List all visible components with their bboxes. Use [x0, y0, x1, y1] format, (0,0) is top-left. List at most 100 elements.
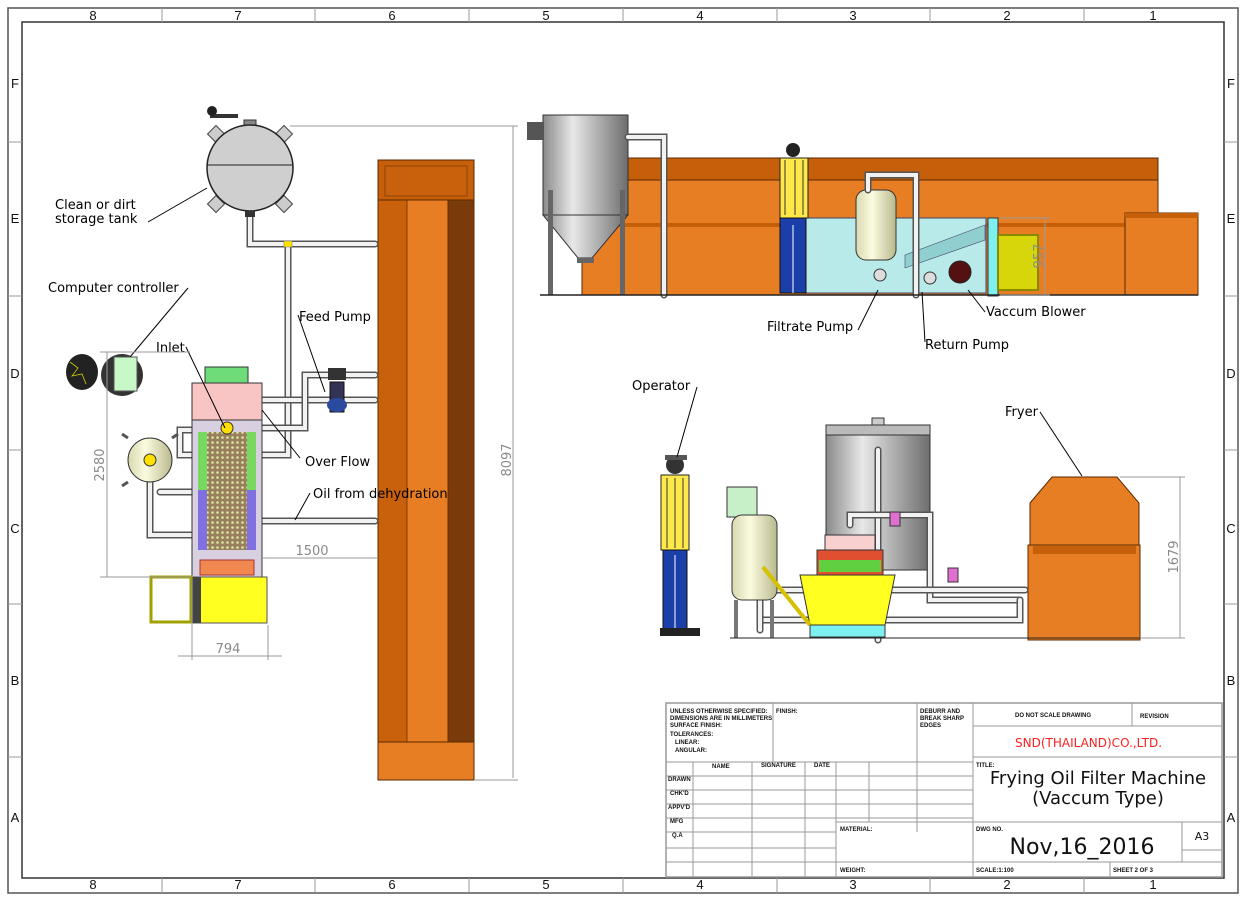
tb-col-signature: SIGNATURE: [761, 763, 796, 769]
tb-sheet-size: A3: [1195, 830, 1210, 843]
zone-col-1: 1: [1149, 8, 1156, 23]
tb-tolerances: TOLERANCES:: [670, 732, 713, 738]
tb-sheet: SHEET 2 OF 3: [1113, 868, 1154, 874]
cone-tank: [527, 114, 630, 295]
secondary-tank-front: [726, 486, 778, 638]
tb-surface-finish: SURFACE FINISH:: [670, 723, 722, 729]
dimension-filter-height: 2580: [93, 448, 108, 481]
zone-col-7: 7: [234, 877, 241, 892]
callout-computer-controller: Computer controller: [48, 281, 179, 296]
cart-front: [761, 534, 896, 638]
piping-top-view: [146, 208, 379, 539]
tb-angular: ANGULAR:: [675, 748, 707, 754]
callout-oil-from-dehydration: Oil from dehydration: [313, 487, 448, 502]
tb-deburr-1: DEBURR AND: [920, 709, 961, 715]
zone-col-5: 5: [542, 8, 549, 23]
top-view: Clean or dirt storage tank Computer cont…: [48, 106, 518, 781]
feed-pump: [327, 368, 347, 413]
zone-col-6: 6: [388, 877, 395, 892]
tb-revision: REVISION: [1140, 714, 1169, 720]
tb-deburr-2: BREAK SHARP: [920, 716, 964, 722]
callout-return-pump: Return Pump: [925, 338, 1009, 353]
tb-row-appvd: APPV'D: [668, 805, 691, 811]
dimension-fryer-height: [1120, 476, 1185, 639]
dimension-fryer-height-value: 1679: [1167, 540, 1182, 573]
front-view: Operator Fryer 1679: [632, 379, 1185, 644]
dimension-lines-left: [100, 125, 518, 781]
zone-col-6: 6: [388, 8, 395, 23]
zone-col-4: 4: [696, 877, 703, 892]
title-block: UNLESS OTHERWISE SPECIFIED: DIMENSIONS A…: [665, 702, 1223, 878]
tb-material: MATERIAL:: [840, 827, 873, 833]
zone-col-7: 7: [234, 8, 241, 23]
zone-labels-left: F E D C B A: [10, 76, 19, 825]
zone-row-a: A: [11, 810, 20, 825]
zone-col-5: 5: [542, 877, 549, 892]
tb-finish: FINISH:: [776, 709, 798, 715]
callout-leaders-side: [857, 289, 986, 343]
tb-company: SND(THAILAND)CO.,LTD.: [1015, 736, 1162, 750]
callout-fryer: Fryer: [1005, 405, 1039, 420]
callout-over-flow: Over Flow: [305, 455, 370, 470]
tb-deburr-3: EDGES: [920, 723, 941, 729]
zone-labels-bottom: 8 7 6 5 4 3 2 1: [89, 877, 1156, 892]
callout-vaccum-blower: Vaccum Blower: [986, 305, 1086, 320]
zone-row-c: C: [10, 521, 19, 536]
dimension-side-height-value: 957: [1032, 244, 1047, 269]
storage-tank: [206, 106, 294, 217]
zone-row-d: D: [1226, 366, 1235, 381]
dimension-side-height: [1000, 217, 1050, 296]
tb-title-line1: Frying Oil Filter Machine: [990, 768, 1206, 789]
tb-unless: UNLESS OTHERWISE SPECIFIED:: [670, 709, 768, 715]
tb-title-label: TITLE:: [976, 763, 995, 769]
callout-leaders-front: [676, 386, 1083, 477]
zone-row-d: D: [10, 366, 19, 381]
zone-col-8: 8: [89, 877, 96, 892]
operator-front-view: [660, 455, 700, 636]
fryer-top-view: [377, 159, 475, 781]
zone-labels-top: 8 7 6 5 4 3 2 1: [89, 8, 1156, 23]
callout-leaders-left: [129, 187, 326, 521]
zone-col-1: 1: [1149, 877, 1156, 892]
zone-col-8: 8: [89, 8, 96, 23]
callout-tank-line2: storage tank: [55, 212, 138, 227]
callout-operator: Operator: [632, 379, 691, 394]
tb-title-line2: (Vaccum Type): [1032, 788, 1164, 809]
dimension-overall-length: 8097: [500, 443, 515, 476]
tb-dimensions-mm: DIMENSIONS ARE IN MILLIMETERS: [670, 716, 772, 722]
callout-tank-line1: Clean or dirt: [55, 198, 136, 213]
tb-row-drawn: DRAWN: [668, 777, 691, 783]
dimension-filter-width: 794: [216, 642, 241, 657]
zone-row-b: B: [11, 673, 20, 688]
tb-col-name: NAME: [712, 764, 730, 770]
filter-unit-side: [805, 171, 1039, 299]
zone-row-e: E: [1227, 211, 1236, 226]
zone-col-2: 2: [1003, 8, 1010, 23]
zone-col-3: 3: [849, 8, 856, 23]
zone-row-e: E: [11, 211, 20, 226]
filter-base: [149, 575, 268, 624]
zone-ticks: [8, 8, 1238, 893]
tb-dwg-no-label: DWG NO.: [976, 827, 1003, 833]
zone-col-3: 3: [849, 877, 856, 892]
zone-row-f: F: [11, 76, 19, 91]
callout-inlet: Inlet: [156, 341, 185, 356]
zone-row-a: A: [1227, 810, 1236, 825]
operator-side-view: [779, 143, 809, 294]
tb-row-mfg: MFG: [670, 819, 684, 825]
tb-row-chkd: CHK'D: [670, 791, 689, 797]
callout-feed-pump: Feed Pump: [299, 310, 371, 325]
side-view: Filtrate Pump Vaccum Blower Return Pump …: [527, 114, 1199, 353]
callout-filtrate-pump: Filtrate Pump: [767, 320, 853, 335]
tb-weight: WEIGHT:: [840, 868, 865, 874]
zone-row-f: F: [1227, 76, 1235, 91]
tb-row-qa: Q.A: [672, 833, 683, 839]
zone-col-2: 2: [1003, 877, 1010, 892]
zone-labels-right: F E D C B A: [1226, 76, 1235, 825]
zone-row-b: B: [1227, 673, 1236, 688]
fryer-front: [1027, 476, 1141, 641]
computer-controller: [66, 354, 143, 396]
zone-row-c: C: [1226, 521, 1235, 536]
tb-scale: SCALE:1:100: [976, 868, 1014, 874]
tb-dwg-no: Nov,16_2016: [1010, 835, 1155, 860]
